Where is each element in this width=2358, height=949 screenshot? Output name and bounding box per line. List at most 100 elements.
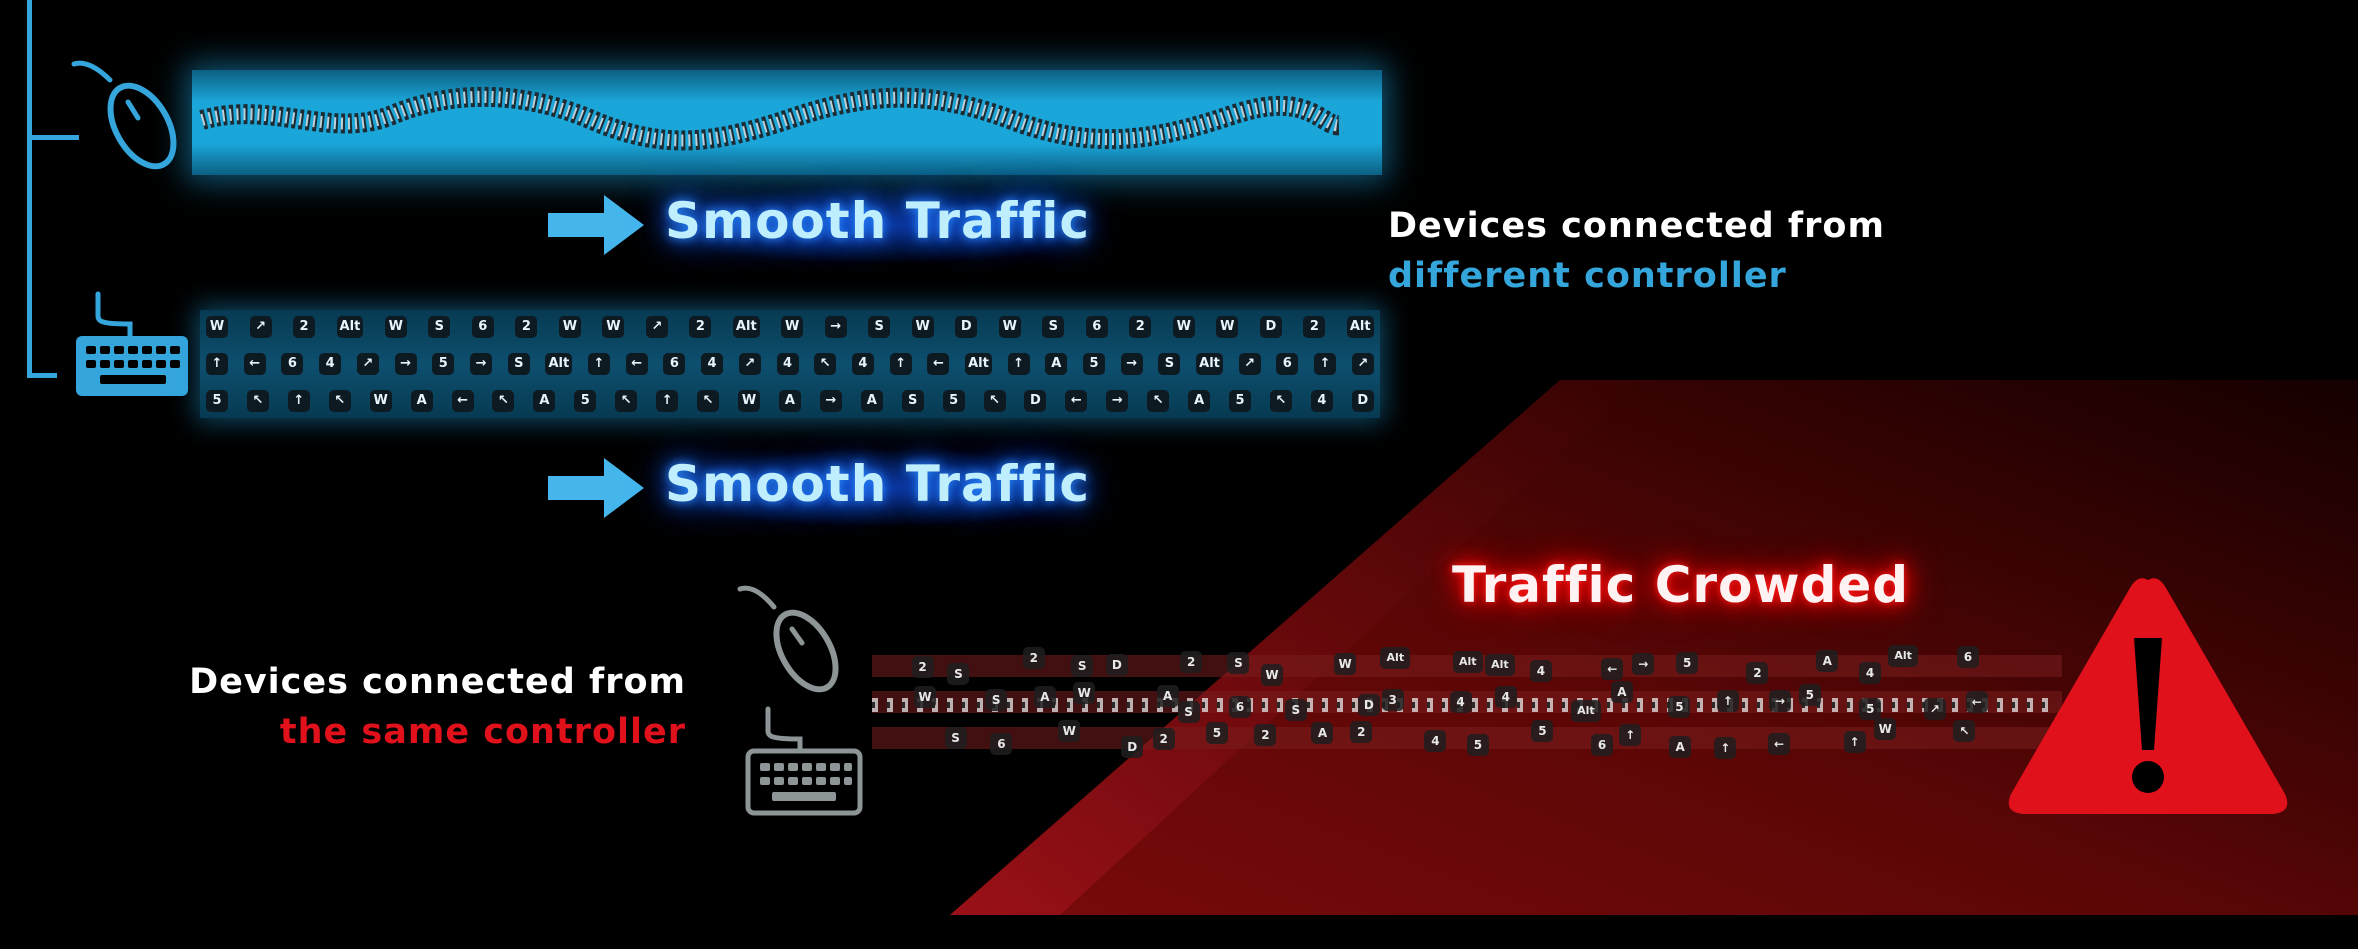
bracket-line-bottom	[27, 373, 57, 378]
crowded-key: W	[1334, 653, 1357, 676]
keyboard-key: Alt	[1196, 353, 1223, 375]
keyboard-key: 5	[432, 353, 455, 375]
keyboard-key: ↗	[1238, 353, 1261, 375]
keyboard-key: Alt	[545, 353, 573, 375]
keyboard-key: D	[1351, 390, 1374, 412]
keyboard-key: W	[781, 316, 804, 338]
keyboard-key: 4	[701, 353, 724, 375]
keyboard-key: 6	[281, 353, 304, 375]
bracket-line-vertical	[27, 0, 32, 378]
keyboard-key: ↖	[697, 390, 720, 412]
keyboard-key: ↗	[249, 316, 272, 338]
keyboard-key: ←	[927, 353, 950, 375]
crowded-key: Alt	[1570, 700, 1601, 723]
smooth-traffic-glow	[650, 448, 1110, 528]
smooth-traffic-glow	[650, 185, 1110, 265]
different-caption-line2: different controller	[1388, 256, 1787, 296]
crowded-key: ↑	[1843, 730, 1866, 753]
keyboard-key: ↗	[645, 316, 668, 338]
crowded-key: A	[1311, 721, 1334, 744]
crowded-key: S	[1071, 654, 1094, 677]
crowded-key: 2	[1022, 646, 1045, 669]
keyboard-key: ↖	[492, 390, 515, 412]
keyboard-key: A	[778, 390, 801, 412]
keyboard-key: W	[384, 316, 407, 338]
keyboard-key: 5	[1229, 390, 1252, 412]
crowded-key: S	[1284, 698, 1307, 721]
warning-triangle-icon	[2008, 578, 2288, 814]
crowded-key: Alt	[1380, 646, 1411, 669]
keyboard-key: 5	[574, 390, 597, 412]
arrow-right-icon	[548, 195, 644, 255]
crowded-key: 5	[1205, 721, 1228, 744]
keyboard-key: 5	[206, 390, 228, 412]
crowded-key: W	[1874, 717, 1897, 740]
keyboard-key: 6	[663, 353, 686, 375]
keyboard-key: ←	[451, 390, 474, 412]
keyboard-key: →	[1106, 390, 1129, 412]
keyboard-key: 5	[1083, 353, 1105, 375]
keyboard-key: ↑	[287, 390, 310, 412]
crowded-key: ↖	[1953, 719, 1976, 742]
keyboard-key: →	[824, 316, 847, 338]
crowded-key: ←	[1767, 732, 1790, 755]
keyboard-key: Alt	[732, 316, 760, 338]
crowded-key: A	[1816, 650, 1839, 673]
crowded-key: 5	[1859, 697, 1882, 720]
smooth-traffic-label: Smooth Traffic	[665, 455, 1091, 513]
crowded-key: ←	[1965, 690, 1988, 713]
keyboard-key: 4	[851, 353, 874, 375]
keyboard-key: 6	[471, 316, 494, 338]
keyboard-key: D	[955, 316, 978, 338]
keyboard-key: ↗	[738, 353, 761, 375]
same-caption-line2: the same controller	[279, 712, 686, 752]
keyboard-key: S	[507, 353, 530, 375]
crowded-key: S	[1177, 700, 1200, 723]
crowded-key: Alt	[1888, 645, 1919, 668]
keyboard-key: →	[394, 353, 417, 375]
keyboard-key: Alt	[336, 316, 364, 338]
crowded-key: 4	[1494, 685, 1517, 708]
keyboard-key: W	[911, 316, 934, 338]
smooth-traffic-label: Smooth Traffic	[665, 192, 1091, 250]
keyboard-key: ↖	[246, 390, 269, 412]
crowded-key: A	[1033, 685, 1056, 708]
crowded-key: 2	[1254, 724, 1277, 746]
crowded-key: 4	[1859, 662, 1882, 685]
crowded-key: A	[1156, 684, 1179, 707]
crowded-key: S	[944, 727, 967, 750]
crowded-key: A	[1669, 736, 1692, 759]
mouse-traffic-band	[192, 70, 1382, 175]
keyboard-key: ←	[1065, 390, 1088, 412]
keyboard-key: ←	[625, 353, 648, 375]
keyboard-key: 6	[1085, 316, 1108, 338]
keyboard-key: Alt	[1346, 316, 1374, 338]
keyboard-key: 2	[515, 316, 538, 338]
crowded-key: 5	[1531, 719, 1554, 742]
keyboard-key: 6	[1276, 353, 1299, 375]
crowded-key: 2	[1350, 721, 1373, 744]
crowded-key: 5	[1676, 652, 1699, 675]
keyboard-key: ↖	[1147, 390, 1170, 412]
crowded-key: 6	[990, 732, 1013, 755]
keyboard-key: ↑	[889, 353, 912, 375]
mouse-cursor-stream	[199, 86, 1345, 151]
keyboard-key: ↖	[814, 353, 837, 375]
crowded-key: 6	[1956, 646, 1979, 669]
crowded-key: ↗	[1923, 697, 1946, 720]
crowded-key: 5	[1668, 695, 1691, 718]
keyboard-key: ↖	[1269, 390, 1292, 412]
keyboard-key: S	[1042, 316, 1065, 338]
mouse-icon-gray	[737, 585, 839, 693]
keyboard-key: A	[860, 390, 883, 412]
crowded-key: W	[1058, 720, 1081, 743]
keyboard-key: ↗	[1351, 353, 1374, 375]
keyboard-key: Alt	[965, 353, 992, 375]
keyboard-key: D	[1024, 390, 1047, 412]
keyboard-icon-gray	[745, 706, 863, 816]
bracket-line-top	[27, 135, 79, 140]
